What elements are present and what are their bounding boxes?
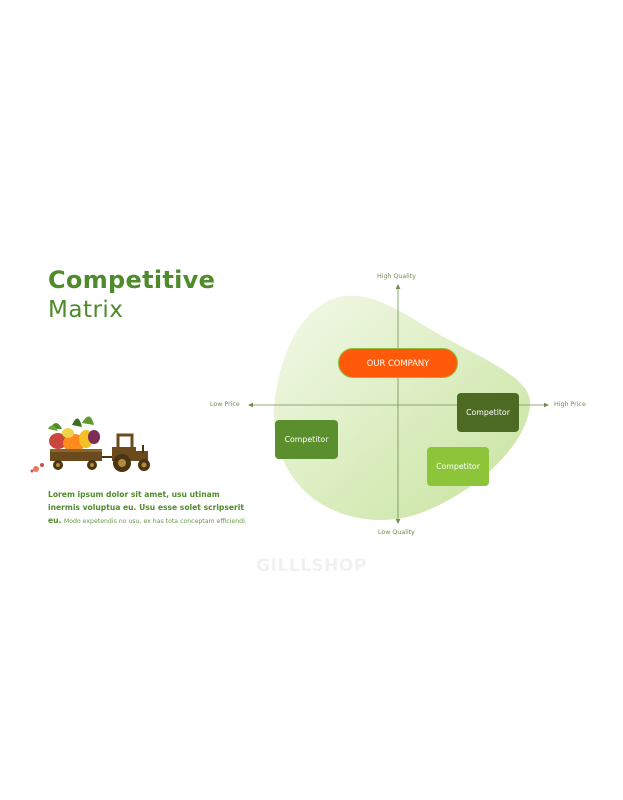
body-text: Lorem ipsum dolor sit amet, usu utinam i… [48,488,248,528]
axis-label-high-quality: High Quality [377,273,416,280]
competitor-box-1: Competitor [457,393,519,432]
arrow-down-icon [395,519,401,524]
our-company-box: OUR COMPANY [338,348,458,378]
arrow-left-icon [248,402,253,408]
axis-label-high-price: High Price [554,401,586,408]
competitor-box-2: Competitor [275,420,338,459]
axis-label-low-quality: Low Quality [378,529,415,536]
body-text-bold: Lorem ipsum dolor sit amet, usu utinam i… [48,490,245,525]
axis-label-low-price: Low Price [210,401,240,408]
body-text-light: Modo expetendis no usu, ex has tota conc… [63,518,247,525]
vegetable-tractor-illustration [30,416,150,473]
arrow-up-icon [395,284,401,289]
competitor-box-3: Competitor [427,447,489,486]
title-light: Matrix [48,297,124,323]
watermark: GILLLSHOP [256,556,367,576]
arrow-right-icon [544,402,549,408]
title-bold: Competitive [48,266,216,294]
